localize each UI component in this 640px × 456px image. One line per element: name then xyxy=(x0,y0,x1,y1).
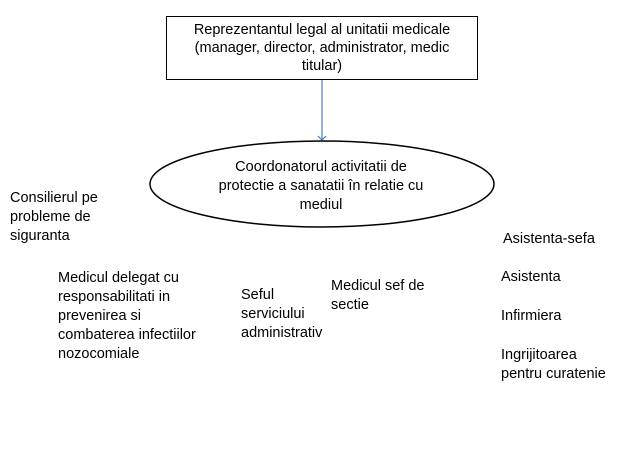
orderly-label: Infirmiera xyxy=(501,308,562,324)
cleaning-caretaker-label: Ingrijitoarea pentru curatenie xyxy=(501,347,606,382)
head-nurse-label: Asistenta-sefa xyxy=(503,231,595,247)
delegated-physician-label: Medicul delegat cu responsabilitati in p… xyxy=(58,270,196,362)
legal-representative-box: Reprezentantul legal al unitatii medical… xyxy=(166,16,478,80)
coordinator-text: Coordonatorul activitatii de protectie a… xyxy=(218,159,424,213)
safety-advisor-label: Consilierul pe probleme de siguranta xyxy=(10,190,98,244)
nurse-label: Asistenta xyxy=(501,269,561,285)
section-head-physician-label: Medicul sef de sectie xyxy=(331,278,425,313)
administrative-head-label: Seful serviciului administrativ xyxy=(241,287,323,341)
legal-representative-text: Reprezentantul legal al unitatii medical… xyxy=(193,22,451,74)
